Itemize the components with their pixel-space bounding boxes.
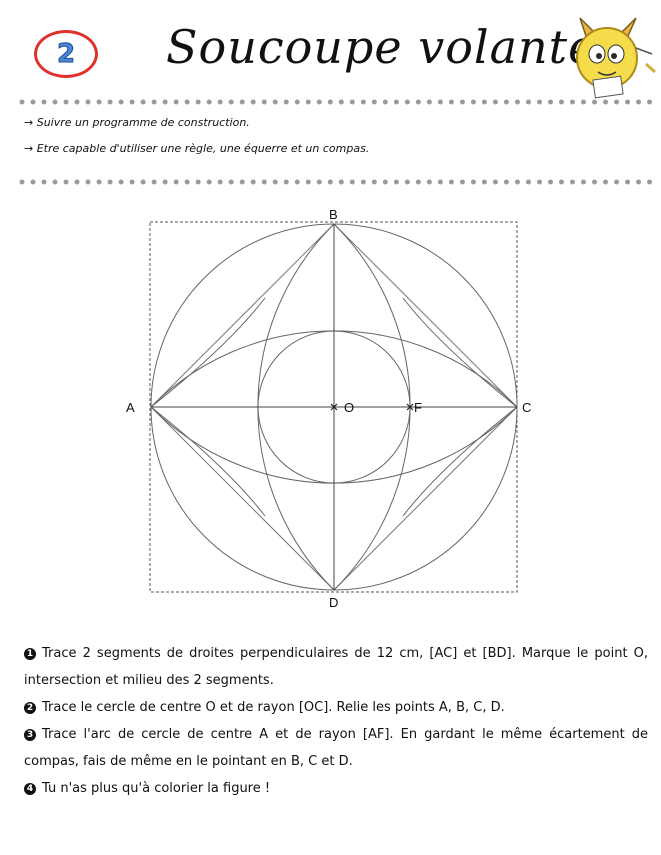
exercise-number-badge: 2 xyxy=(34,30,98,78)
point-f-mark xyxy=(406,403,414,411)
label-point-b: B xyxy=(329,207,338,222)
label-point-f: F xyxy=(414,400,422,415)
objectives-list: → Suivre un programme de construction. →… xyxy=(24,116,644,168)
label-point-o: O xyxy=(344,400,354,415)
step-number-icon: 1 xyxy=(24,648,36,660)
label-point-d: D xyxy=(329,595,338,610)
right-spike-lower xyxy=(402,406,518,517)
instruction-step: 2 Trace le cercle de centre O et de rayon… xyxy=(24,694,648,721)
step-number-icon: 2 xyxy=(24,702,36,714)
monster-mascot-icon xyxy=(576,17,656,99)
exercise-number: 2 xyxy=(56,39,76,70)
dotted-separator-bottom xyxy=(19,179,660,185)
worksheet-title: Soucoupe volante xyxy=(166,20,597,74)
left-spike-lower xyxy=(150,406,266,517)
instruction-step: 4 Tu n'as plus qu'à colorier la figure ! xyxy=(24,775,648,802)
step-text: Tu n'as plus qu'à colorier la figure ! xyxy=(42,781,271,796)
objective-item: → Etre capable d'utiliser une règle, une… xyxy=(24,142,370,155)
step-text: Trace 2 segments de droites perpendicula… xyxy=(24,646,648,688)
left-spike-upper xyxy=(150,297,266,408)
label-point-a: A xyxy=(126,400,135,415)
step-number-icon: 3 xyxy=(24,729,36,741)
step-text: Trace l'arc de cercle de centre A et de … xyxy=(24,727,648,769)
label-point-c: C xyxy=(522,400,531,415)
step-number-icon: 4 xyxy=(24,783,36,795)
right-spike-upper xyxy=(402,297,518,408)
step-text: Trace le cercle de centre O et de rayon … xyxy=(42,700,505,715)
dotted-separator-top xyxy=(19,99,660,105)
construction-figure: A B C D O F xyxy=(126,207,531,610)
point-o-mark xyxy=(330,403,338,411)
objective-item: → Suivre un programme de construction. xyxy=(24,116,250,129)
